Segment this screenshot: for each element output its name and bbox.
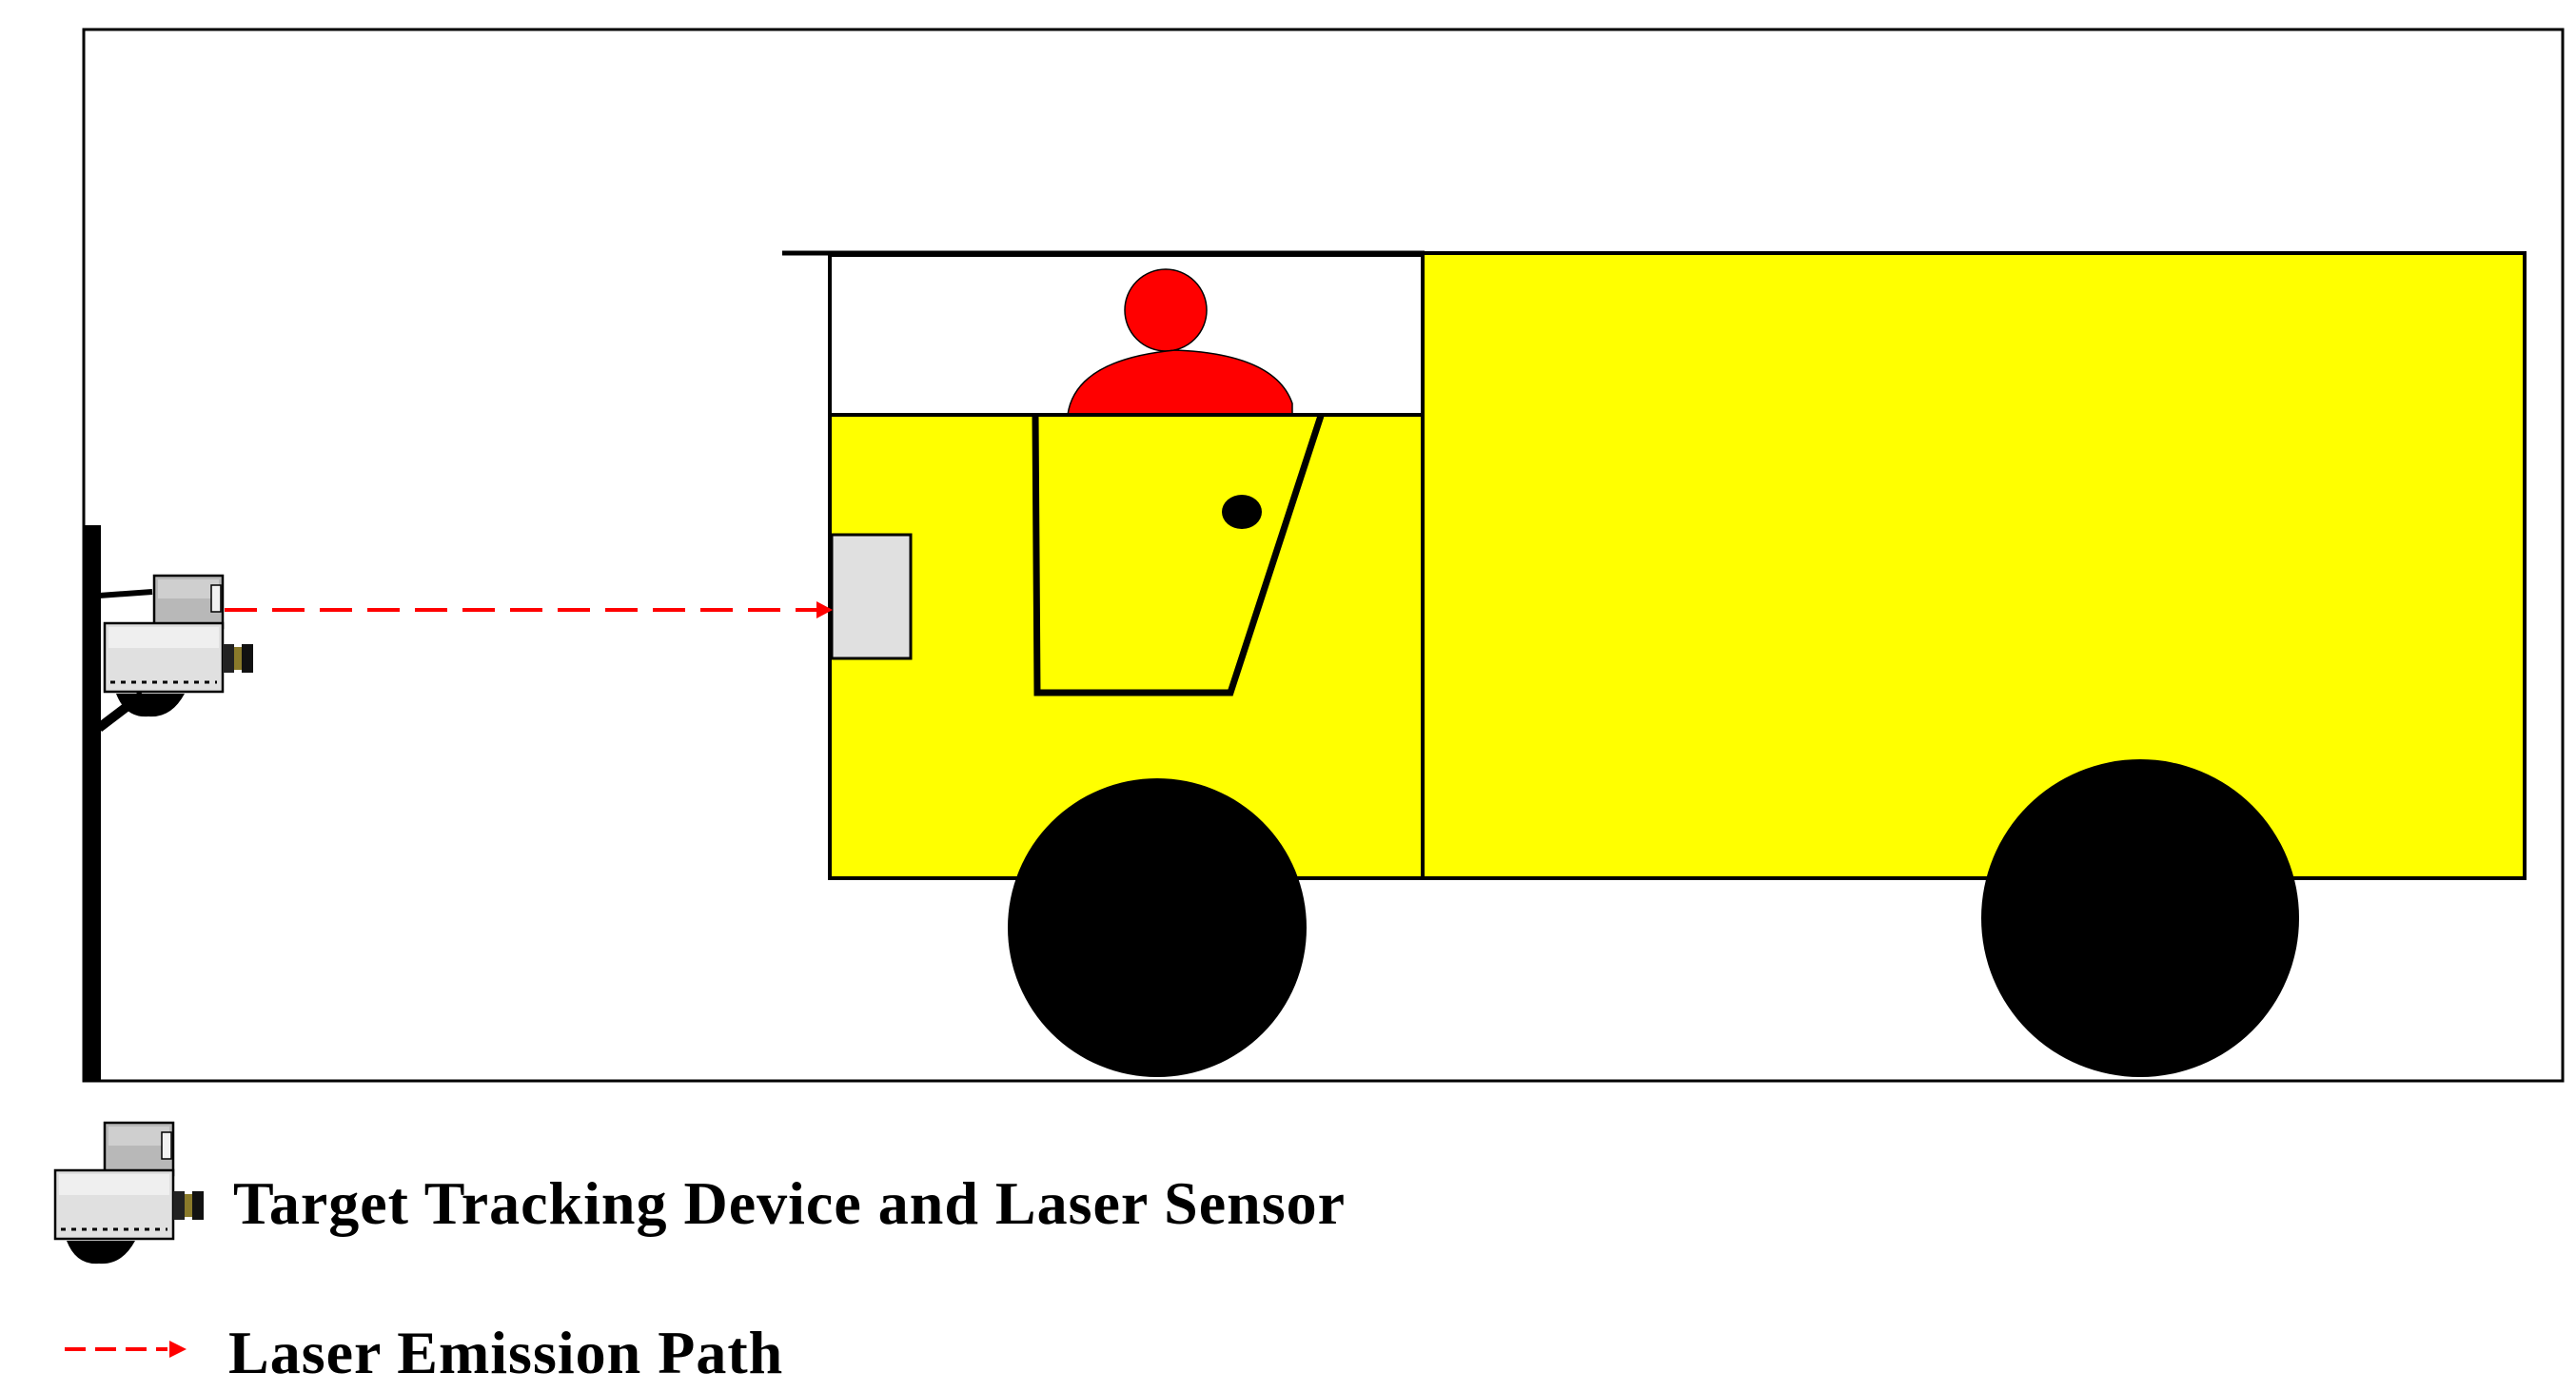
laser-path: [225, 601, 833, 618]
dashed-arrow-icon: [65, 1341, 187, 1358]
driver: [1067, 268, 1293, 416]
reflector-plate: [830, 533, 913, 660]
legend-path-label: Laser Emission Path: [228, 1319, 783, 1386]
wall-post: [84, 525, 101, 1081]
door-handle: [1222, 495, 1262, 529]
legend: Target Tracking Device and Laser Sensor …: [53, 1121, 1346, 1386]
rear-wheel: [1981, 759, 2299, 1077]
legend-device-label: Target Tracking Device and Laser Sensor: [233, 1169, 1346, 1237]
tracking-device: [103, 574, 255, 718]
camera-sensor-icon: [53, 1121, 206, 1265]
cab-door: [1032, 414, 1325, 696]
front-wheel: [1008, 778, 1307, 1077]
cargo-box: [1421, 251, 2527, 880]
